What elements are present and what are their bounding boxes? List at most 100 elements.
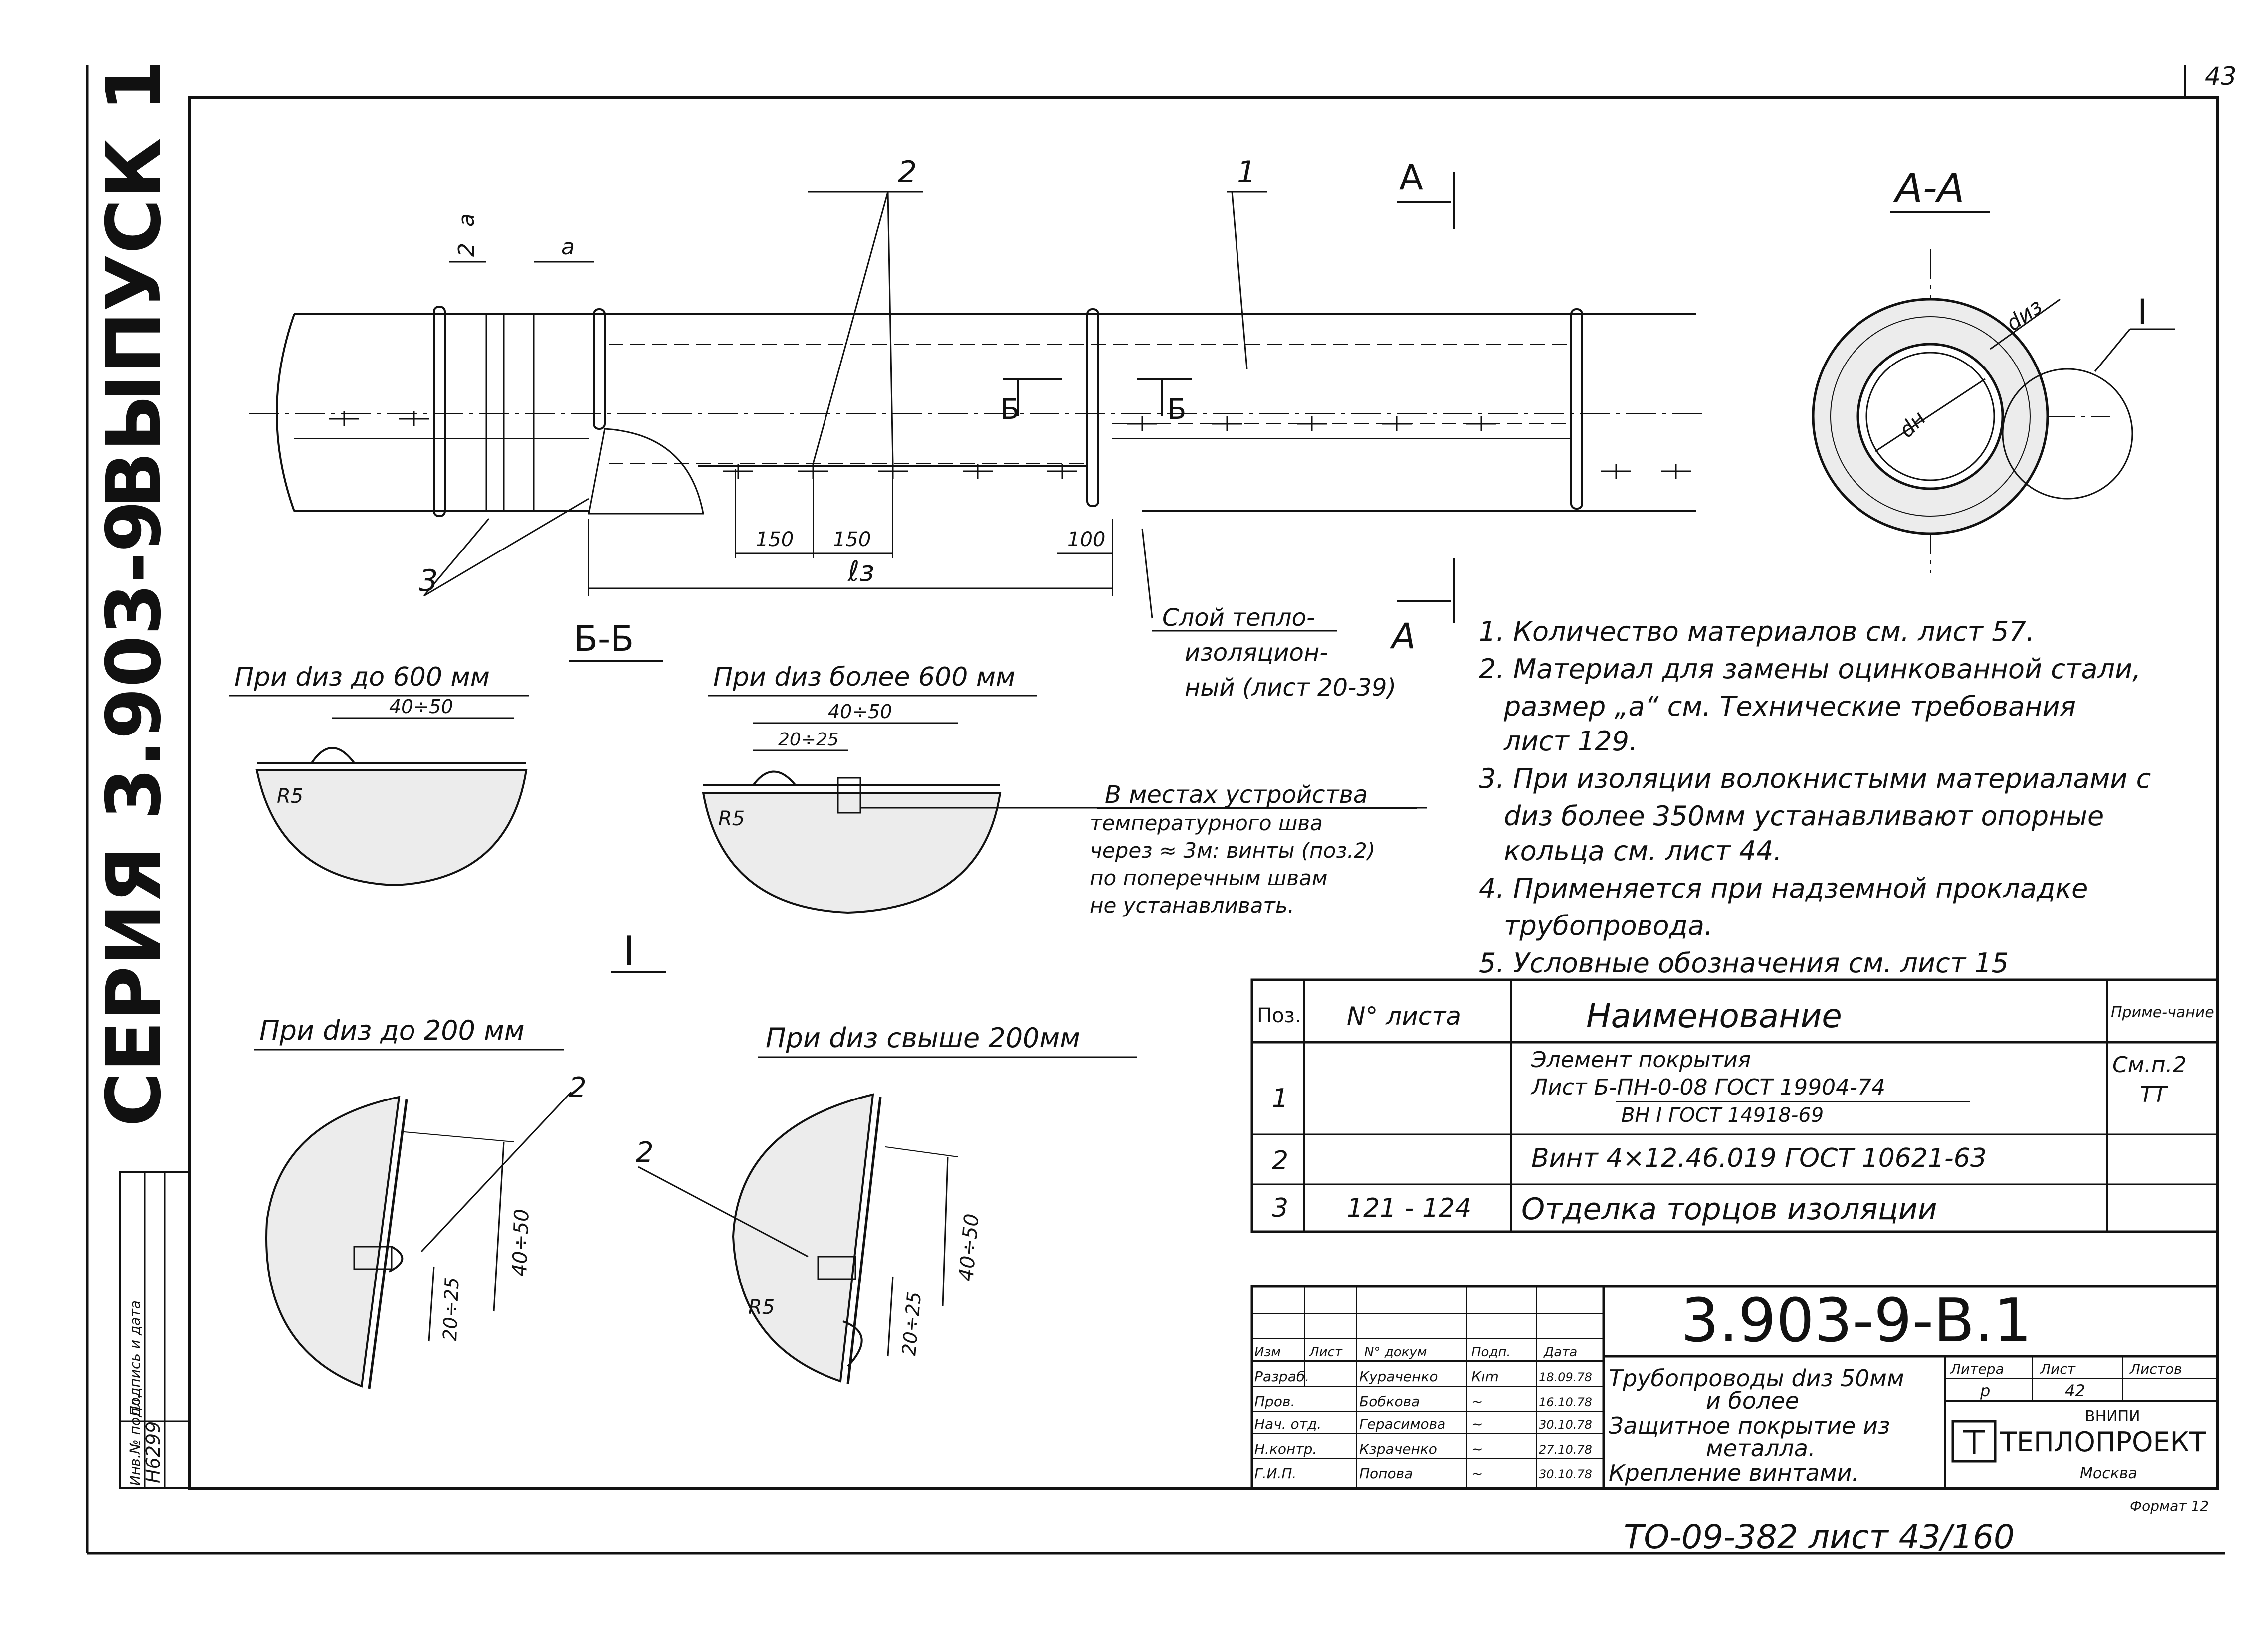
- dim-a2: а: [561, 234, 575, 260]
- section-b-left: Б: [1000, 393, 1019, 426]
- insulation-note-2: изоляцион-: [1185, 639, 1328, 667]
- tb-city: Москва: [2080, 1465, 2137, 1482]
- bb-right-r: R5: [718, 807, 745, 830]
- bb-left-title: При dиз до 600 мм: [234, 662, 490, 692]
- section-bb-title: Б-Б: [574, 618, 634, 659]
- tb-r3-date: 30.10.78: [1539, 1418, 1592, 1432]
- spec-header-sheet: N° листа: [1347, 1002, 1461, 1031]
- tb-stage-label: Литера: [1950, 1361, 2004, 1377]
- tb-r4-sign: ~: [1471, 1441, 1483, 1457]
- view-aa: А-А dн dиз I: [1812, 165, 2175, 573]
- stamp-label-sign: Подпись и дата: [127, 1300, 143, 1416]
- detail-left-title: При dиз до 200 мм: [259, 1015, 525, 1046]
- spec-row3-sheet: 121 - 124: [1347, 1193, 1471, 1223]
- pos-2-label: 2: [898, 155, 917, 189]
- title-block: Изм Лист N° докум Подп. Дата Разраб. Кур…: [1250, 1285, 2219, 1490]
- bottom-reference: ТО-09-382 лист 43/160: [1624, 1518, 2015, 1556]
- bb-note-1: В местах устройства: [1105, 781, 1368, 809]
- spec-row1-name-1: Элемент покрытия: [1531, 1047, 1751, 1073]
- format-label: Формат 12: [2130, 1498, 2209, 1514]
- detail-right-r: R5: [748, 1296, 775, 1319]
- issue-label: ВЫПУСК 1: [91, 60, 178, 509]
- tb-r2-name: Бобкова: [1359, 1393, 1420, 1410]
- detail-right-dim2: 20÷25: [898, 1291, 925, 1357]
- pos-3-label: 3: [419, 563, 438, 598]
- dim-100: 100: [1067, 528, 1105, 551]
- bb-right-dim2: 20÷25: [778, 730, 839, 750]
- tb-r1-date: 18.09.78: [1539, 1370, 1592, 1384]
- detail-left-dim1: 40÷50: [508, 1209, 534, 1277]
- spec-row1-name-2: Лист Б-ПН-0-08 ГОСТ 19904-74: [1530, 1075, 1885, 1100]
- spec-header-note: Приме-чание: [2111, 1004, 2214, 1021]
- stamp-label-inv: Инв.№ подл.: [127, 1394, 143, 1486]
- tb-sheet: 42: [2065, 1381, 2085, 1400]
- section-a-bottom: А: [1390, 616, 1416, 657]
- detail-i-title: I: [623, 928, 635, 974]
- spec-row3-pos: 3: [1272, 1193, 1288, 1223]
- spec-header-name: Наименование: [1586, 997, 1842, 1035]
- tb-r1-name: Кураченко: [1359, 1368, 1438, 1385]
- note-line-1: 1. Количество материалов см. лист 57.: [1479, 616, 2035, 647]
- tb-desc-3: Защитное покрытие из: [1609, 1412, 1890, 1439]
- tb-r2-sign: ~: [1471, 1393, 1483, 1410]
- notes: 1. Количество материалов см. лист 57. 2.…: [1479, 616, 2151, 979]
- tb-r1-role: Разраб.: [1254, 1368, 1309, 1385]
- tb-r5-sign: ~: [1471, 1466, 1483, 1482]
- bb-note-5: не устанавливать.: [1090, 893, 1294, 917]
- spec-row2-pos: 2: [1272, 1146, 1288, 1176]
- tb-col-sign: Подп.: [1471, 1345, 1511, 1360]
- insulation-note-3: ный (лист 20-39): [1185, 674, 1396, 702]
- tb-r3-sign: ~: [1471, 1416, 1483, 1432]
- bb-right-dim1: 40÷50: [828, 701, 892, 723]
- tb-stage: р: [1980, 1381, 1990, 1400]
- spec-row1-note-1: См.п.2: [2112, 1052, 2187, 1078]
- note-line-7: кольца см. лист 44.: [1504, 835, 1782, 867]
- bb-right-title: При dиз более 600 мм: [713, 662, 1015, 692]
- tb-col-list: Лист: [1309, 1345, 1343, 1360]
- tb-col-date: Дата: [1543, 1345, 1577, 1360]
- bb-left-dim: 40÷50: [389, 696, 453, 718]
- insulation-note-1: Слой тепло-: [1162, 604, 1315, 632]
- detail-left-dim2: 20÷25: [439, 1277, 463, 1341]
- tb-r4-date: 27.10.78: [1539, 1443, 1592, 1457]
- section-bb: Б-Б При dиз до 600 мм 40÷50 R5 При dиз б…: [229, 618, 1427, 917]
- series-block: ВЫПУСК 1 СЕРИЯ 3.903-9: [91, 60, 178, 1127]
- tb-r5-date: 30.10.78: [1539, 1467, 1592, 1481]
- tb-code: 3.903-9-В.1: [1681, 1286, 2032, 1356]
- left-stamp: Инв.№ подл. Подпись и дата Н6299: [119, 1171, 191, 1489]
- spec-row1-note-2: ТТ: [2140, 1082, 2168, 1107]
- view-aa-title: А-А: [1893, 165, 1964, 211]
- note-line-2: 2. Материал для замены оцинкованной стал…: [1479, 653, 2141, 685]
- spec-header-pos: Поз.: [1257, 1004, 1301, 1027]
- callout-i: I: [2137, 292, 2148, 333]
- dim-150-b: 150: [833, 528, 871, 551]
- spec-row1-pos: 1: [1272, 1084, 1288, 1113]
- section-a-top: А: [1399, 157, 1423, 198]
- note-line-6: dиз более 350мм устанавливают опорные: [1504, 800, 2104, 832]
- dim-a3: 2: [454, 243, 479, 257]
- note-line-4: лист 129.: [1503, 726, 1638, 757]
- tb-col-izm: Изм: [1254, 1345, 1281, 1360]
- tb-r5-role: Г.И.П.: [1254, 1466, 1296, 1482]
- detail-right-pos: 2: [636, 1136, 654, 1169]
- tb-r5-name: Попова: [1359, 1466, 1413, 1482]
- dim-a1: а: [454, 213, 479, 227]
- detail-i: I При dиз до 200 мм 2 40÷50 20÷25 При dи…: [254, 928, 1137, 1389]
- tb-org: ТЕПЛОПРОЕКТ: [2000, 1426, 2206, 1458]
- dim-l3: ℓз: [847, 555, 874, 588]
- tb-r3-role: Нач. отд.: [1254, 1416, 1321, 1432]
- bb-note-4: по поперечным швам: [1090, 866, 1328, 890]
- note-line-3: размер „а“ см. Технические требования: [1503, 691, 2076, 722]
- note-line-9: трубопровода.: [1504, 910, 1713, 941]
- detail-right-dim1: 40÷50: [955, 1213, 984, 1282]
- bb-note-2: температурного шва: [1090, 811, 1323, 835]
- tb-r4-role: Н.контр.: [1254, 1441, 1317, 1457]
- tb-desc-4: металла.: [1706, 1435, 1816, 1462]
- tb-r2-role: Пров.: [1254, 1393, 1295, 1410]
- dim-150-a: 150: [756, 528, 794, 551]
- spec-row3-name: Отделка торцов изоляции: [1521, 1192, 1937, 1227]
- tb-col-doc: N° докум: [1364, 1345, 1427, 1360]
- spec-row2-name: Винт 4×12.46.019 ГОСТ 10621-63: [1531, 1143, 1987, 1173]
- spec-row1-name-3: ВН I ГОСТ 14918-69: [1621, 1104, 1824, 1127]
